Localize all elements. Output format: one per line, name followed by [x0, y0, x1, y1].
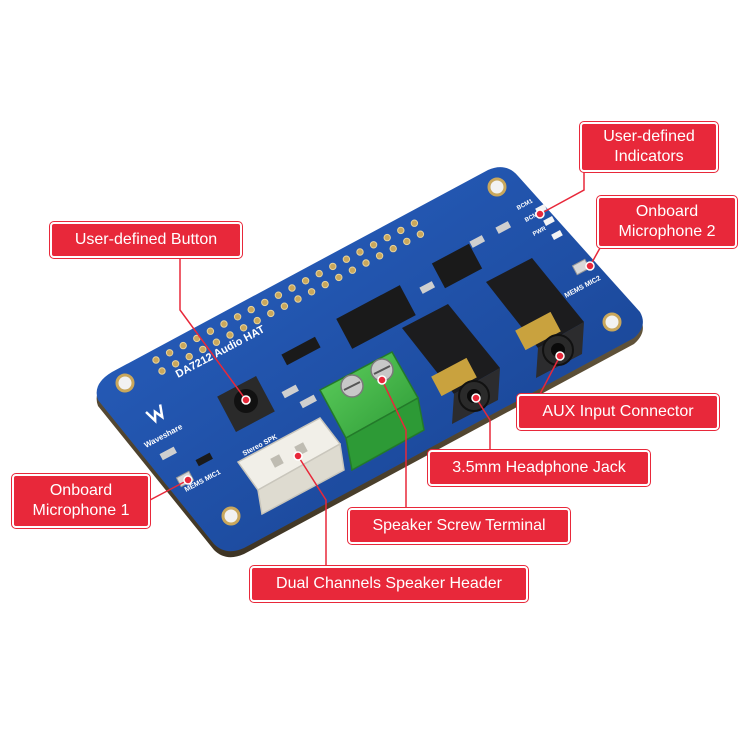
gpio-hole: [212, 338, 221, 346]
smd-part: [299, 394, 317, 409]
smd-part: [195, 452, 213, 467]
gpio-hole: [403, 237, 411, 246]
gpio-hole: [239, 324, 248, 332]
gpio-hole: [267, 309, 275, 318]
waveshare-logo: [145, 404, 164, 424]
gpio-hole: [171, 360, 180, 368]
smd-part: [469, 235, 486, 248]
leader-dots: [183, 209, 595, 485]
callout-onboard-microphone-2: Onboard Microphone 2: [597, 196, 737, 248]
led-bcm2: [543, 216, 555, 226]
gpio-hole: [226, 331, 234, 339]
dot-mic2: [585, 261, 595, 271]
gpio-hole: [315, 269, 323, 278]
gpio-hole: [280, 302, 289, 310]
mount-hole-left: [115, 373, 135, 393]
screw-terminal-part: [318, 350, 425, 472]
gpio-hole: [220, 320, 228, 328]
gpio-hole: [253, 316, 261, 325]
callout-speaker-screw-terminal: Speaker Screw Terminal: [348, 508, 570, 544]
dot-mic1: [183, 475, 193, 485]
gpio-hole: [342, 255, 351, 263]
leader-mic1: [149, 479, 189, 501]
dot-screw: [377, 375, 387, 385]
gpio-header-holes: [152, 219, 425, 375]
gpio-hole: [152, 356, 160, 364]
gpio-hole: [165, 349, 174, 357]
aux-jack-part: [486, 258, 584, 378]
leader-button: [179, 258, 247, 401]
leader-speaker: [297, 455, 327, 566]
dot-speaker: [293, 451, 303, 461]
smd-part: [419, 281, 436, 294]
callout-onboard-microphone-1: Onboard Microphone 1: [12, 474, 150, 528]
gpio-hole: [383, 233, 391, 242]
gpio-hole: [307, 288, 316, 296]
gpio-hole: [375, 252, 384, 260]
amp-chip: [431, 243, 483, 289]
pcb-board: [96, 167, 643, 552]
gpio-hole: [369, 241, 378, 249]
gpio-hole: [185, 352, 193, 361]
gpio-hole: [233, 313, 242, 321]
gpio-hole: [321, 280, 329, 289]
regulator-chip: [281, 336, 321, 366]
dot-aux: [555, 351, 565, 361]
callout-user-defined-indicators: User-defined Indicators: [580, 122, 718, 172]
gpio-hole: [199, 345, 207, 354]
callout-dual-channels-speaker-header: Dual Channels Speaker Header: [250, 566, 528, 602]
callout-aux-input-connector: AUX Input Connector: [517, 394, 719, 430]
gpio-hole: [410, 219, 419, 227]
mounting-holes: [115, 177, 622, 526]
gpio-hole: [261, 298, 269, 307]
gpio-hole: [329, 262, 337, 271]
codec-chip: [336, 285, 416, 349]
dot-indicators: [535, 209, 545, 219]
gpio-hole: [389, 244, 397, 253]
mount-hole-top: [487, 177, 507, 197]
gpio-hole: [397, 226, 405, 235]
gpio-hole: [348, 266, 357, 274]
gpio-hole: [362, 259, 370, 267]
gpio-hole: [247, 305, 255, 314]
gpio-hole: [206, 327, 215, 335]
leader-screw: [381, 379, 407, 508]
gpio-hole: [356, 248, 364, 256]
gpio-hole: [288, 284, 296, 292]
gpio-hole: [335, 273, 343, 282]
leader-indicators: [539, 172, 585, 215]
dot-jack: [471, 393, 481, 403]
smd-part: [281, 384, 299, 399]
mount-hole-bottom: [221, 506, 241, 526]
leader-jack: [475, 397, 491, 450]
callout-user-defined-button: User-defined Button: [50, 222, 242, 258]
gpio-hole: [301, 277, 310, 285]
dot-button: [241, 395, 251, 405]
smd-components: [159, 221, 512, 467]
smd-part: [159, 446, 177, 461]
leader-aux: [539, 355, 561, 395]
led-pwr: [551, 230, 563, 240]
smd-part: [495, 221, 512, 234]
gpio-hole: [274, 291, 283, 299]
gpio-hole: [158, 367, 166, 375]
jst-header-part: [236, 417, 345, 516]
gpio-hole: [416, 230, 425, 238]
gpio-hole: [294, 295, 302, 303]
callout-headphone-jack: 3.5mm Headphone Jack: [428, 450, 650, 486]
mount-hole-right: [602, 312, 622, 332]
gpio-hole: [179, 341, 187, 350]
